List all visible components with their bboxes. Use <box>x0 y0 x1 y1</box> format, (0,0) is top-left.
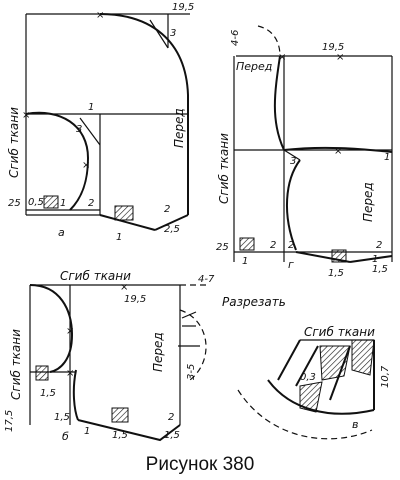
panel-a-hatch-2 <box>114 205 134 221</box>
panel-a-dim-25b: 2,5 <box>164 224 180 235</box>
panel-c-hatch-1 <box>35 365 49 381</box>
panel-b-front-bottom: Перед <box>361 182 375 222</box>
panel-d-dim-03: 0,3 <box>300 372 316 383</box>
panel-b-dim-46: 4-6 <box>230 30 241 46</box>
figure-caption: Рисунок 380 <box>146 454 255 475</box>
panel-a-cross-1: × <box>96 10 104 21</box>
panel-c-dim-35: 3-5 <box>186 364 197 380</box>
panel-c: × × × Сгиб ткани 4-7 19,5 Разрезать 3-5 … <box>4 269 286 443</box>
panel-a-hatch-1 <box>43 195 59 209</box>
panel-a-dim-top: 19,5 <box>172 2 194 13</box>
panel-b-hem-right <box>349 255 393 263</box>
panel-d-strip-2 <box>319 345 351 381</box>
panel-b-cross-1: × <box>278 52 286 63</box>
panel-d-strip-1 <box>351 339 375 376</box>
panel-a-n1-mid: 1 <box>88 102 94 113</box>
panel-b-upper-curve <box>283 146 393 153</box>
panel-b-armhole <box>286 159 301 251</box>
panel-b: × × × 4-6 19,5 Перед 1 3 25 1 2 2 2 1 г … <box>216 25 393 279</box>
panel-a-hem-slant <box>99 214 156 231</box>
panel-a-guide-diag <box>149 19 169 49</box>
panel-c-cut-label: Разрезать <box>222 295 286 309</box>
panel-c-n1: 1 <box>84 426 90 437</box>
panel-a-front-label: Перед <box>172 108 186 148</box>
panel-b-front-contour <box>273 55 285 151</box>
panel-c-hem <box>77 419 181 442</box>
panel-d-spoke-2 <box>295 345 319 387</box>
panel-c-fold-top: Сгиб ткани <box>60 269 131 283</box>
panel-b-hatch-2 <box>331 249 347 263</box>
panel-a-dim-05: 0,5 <box>28 197 44 208</box>
panel-c-n2: 2 <box>168 412 174 423</box>
panel-c-cross-2: × <box>66 368 74 379</box>
panel-b-n1-br: 1 <box>372 254 378 265</box>
panel-c-dim-15d: 1,5 <box>164 430 180 441</box>
panel-b-n1-bl: 1 <box>242 256 248 267</box>
panel-d-spoke-1 <box>277 339 301 381</box>
panel-b-n1-right: 1 <box>384 152 390 163</box>
panel-b-dashed-cap <box>257 25 281 57</box>
panel-b-dim-15b: 1,5 <box>372 264 388 275</box>
panel-a-cross-2: × <box>22 110 30 121</box>
panel-b-cross-2: × <box>336 52 344 63</box>
panel-c-fold-left: Сгиб ткани <box>9 329 23 400</box>
panel-c-hatch-2 <box>111 407 129 423</box>
panel-d-dim-107: 10,7 <box>380 365 391 388</box>
panel-c-cross-3: × <box>120 282 128 293</box>
panel-c-dim-47: 4-7 <box>198 274 215 285</box>
panel-a-front-curve <box>99 13 189 215</box>
panel-c-dim-175: 17,5 <box>4 410 15 432</box>
panel-a-sublabel: а <box>58 226 65 239</box>
panel-a-n2-right: 2 <box>164 204 170 215</box>
panel-b-n2-b: 2 <box>288 240 294 251</box>
panel-c-cross-1: × <box>66 326 74 337</box>
panel-a-n1-left: 1 <box>60 198 66 209</box>
panel-c-dashed-cap <box>179 309 207 381</box>
panel-c-cut-arrow-1 <box>181 311 197 319</box>
panel-a-n3-top: 3 <box>170 28 176 39</box>
panel-b-armhole-tick <box>283 149 301 161</box>
panel-a-armhole-diag <box>79 117 101 146</box>
panel-b-fold-label: Сгиб ткани <box>217 133 231 204</box>
panel-c-dim-top: 19,5 <box>124 294 146 305</box>
panel-a-cross-3: × <box>82 160 90 171</box>
panel-b-n2-a: 2 <box>270 240 276 251</box>
panel-c-dim-15b: 1,5 <box>54 412 70 423</box>
panel-b-dim-top: 19,5 <box>322 42 344 53</box>
panel-d-outer-arc <box>237 389 373 440</box>
panel-c-dim-15a: 1,5 <box>40 388 56 399</box>
panel-c-left-curve <box>29 284 74 373</box>
panel-b-cross-3: × <box>334 146 342 157</box>
panel-c-dim-15c: 1,5 <box>112 430 128 441</box>
panel-a: × × × 19,5 3 1 3 25 0,5 1 2 1 2 2,5 а Сг… <box>7 2 194 243</box>
panel-b-hatch-1 <box>239 237 255 251</box>
panel-a-dim-25: 25 <box>8 198 21 209</box>
panel-d-sublabel: в <box>352 418 358 431</box>
panel-c-sublabel: б <box>62 430 69 443</box>
panel-b-sublabel-g: г <box>288 258 294 271</box>
panel-d-fold-label: Сгиб ткани <box>304 325 375 339</box>
panel-a-n3-mid: 3 <box>76 124 82 135</box>
panel-b-n3: 3 <box>290 156 296 167</box>
panel-d-strip-3 <box>299 381 323 413</box>
panel-a-hem-right <box>154 214 189 231</box>
panel-c-side-curve <box>72 369 79 421</box>
panel-a-fold-label: Сгиб ткани <box>7 107 21 178</box>
panel-b-front-top: Перед <box>236 60 272 73</box>
panel-b-dim-15: 1,5 <box>328 268 344 279</box>
panel-a-armhole-curve <box>25 111 90 211</box>
panel-b-n2-right: 2 <box>376 240 382 251</box>
panel-d: Сгиб ткани 0,3 10,7 в <box>237 325 391 440</box>
panel-a-n2-left: 2 <box>88 198 94 209</box>
panel-b-dim-25: 25 <box>216 242 229 253</box>
panel-d-spoke-3 <box>329 345 351 401</box>
panel-a-n1-bottom: 1 <box>116 232 122 243</box>
panel-c-front-label: Перед <box>151 332 165 372</box>
